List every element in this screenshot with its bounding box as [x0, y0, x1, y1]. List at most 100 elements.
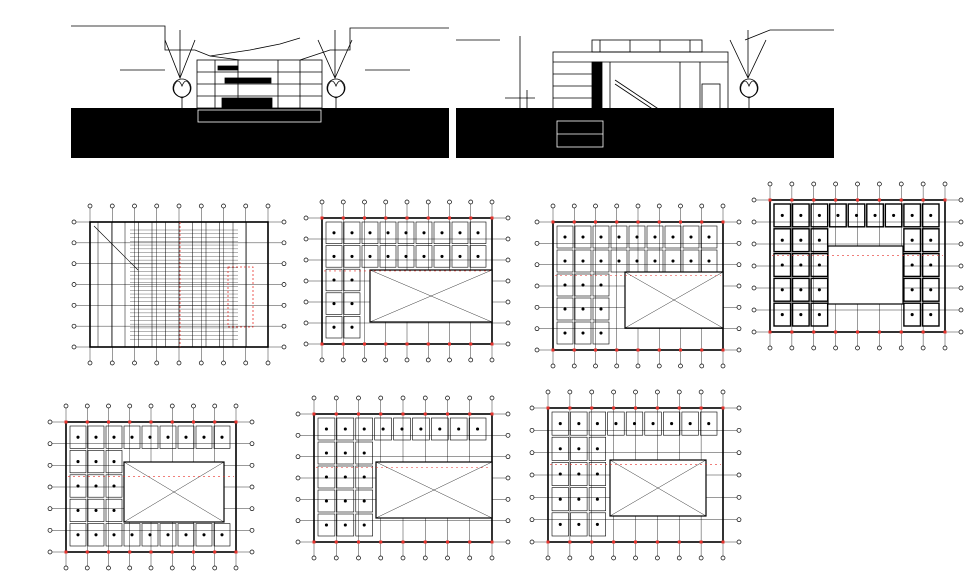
- building-section-b: [456, 29, 834, 158]
- room-cell: [773, 228, 792, 253]
- column-marker: [490, 412, 494, 416]
- room-cell: [592, 249, 610, 273]
- column-marker: [634, 406, 637, 410]
- column-marker: [877, 198, 881, 202]
- column-marker: [149, 550, 153, 554]
- room-cell: [325, 292, 343, 315]
- room-cell: [397, 221, 415, 244]
- light-fixture-icon: [563, 235, 567, 239]
- room-cell: [570, 436, 588, 461]
- grid-bubble: [855, 181, 860, 187]
- grid-bubble: [898, 345, 904, 351]
- room-cell: [433, 221, 451, 244]
- light-fixture-icon: [184, 435, 188, 439]
- grid-bubble: [169, 565, 175, 571]
- room-cell: [468, 417, 487, 441]
- column-marker: [446, 540, 449, 544]
- room-cell: [355, 441, 373, 465]
- grid-bubble: [811, 181, 817, 187]
- grid-bubble: [505, 215, 511, 221]
- grid-bubble: [281, 323, 287, 329]
- grid-bubble: [47, 506, 53, 512]
- column-marker: [423, 412, 427, 416]
- room-cell: [903, 228, 922, 253]
- room-cell: [105, 498, 123, 522]
- grid-bubble: [191, 403, 196, 409]
- light-fixture-icon: [419, 427, 423, 431]
- grid-bubble: [736, 539, 742, 545]
- column-marker: [594, 348, 597, 352]
- room-cell: [87, 498, 105, 522]
- grid-bubble: [545, 389, 551, 395]
- light-fixture-icon: [112, 435, 116, 439]
- grid-bubble: [249, 462, 255, 468]
- light-fixture-icon: [651, 422, 655, 426]
- grid-bubble: [958, 241, 964, 247]
- room-cell: [317, 513, 336, 537]
- light-fixture-icon: [558, 497, 562, 501]
- light-fixture-icon: [324, 475, 328, 479]
- light-fixture-icon: [332, 231, 336, 235]
- column-marker: [657, 348, 661, 352]
- grid-bubble: [445, 395, 450, 401]
- grid-bubble: [505, 518, 511, 524]
- column-marker: [85, 550, 89, 554]
- column-marker: [677, 406, 681, 410]
- light-fixture-icon: [343, 523, 347, 527]
- light-fixture-icon: [458, 231, 462, 235]
- grid-bubble: [505, 411, 511, 417]
- grid-bubble: [400, 555, 406, 561]
- column-marker: [490, 540, 494, 544]
- grid-bubble: [571, 203, 577, 209]
- grid-bubble: [295, 539, 301, 545]
- room-cell: [791, 277, 810, 302]
- light-fixture-icon: [780, 213, 784, 217]
- light-fixture-icon: [202, 435, 206, 439]
- grid-bubble: [736, 427, 742, 433]
- room-cell: [810, 203, 829, 228]
- light-fixture-icon: [707, 259, 711, 263]
- column-marker: [234, 420, 238, 424]
- grid-bubble: [87, 360, 93, 366]
- light-fixture-icon: [220, 533, 224, 537]
- tree-symbol: [317, 30, 353, 108]
- column-marker: [679, 220, 682, 224]
- grid-bubble: [47, 549, 53, 555]
- grid-bubble: [736, 517, 742, 523]
- column-marker: [423, 540, 427, 544]
- column-marker: [768, 330, 772, 334]
- room-cell: [588, 411, 606, 436]
- room-cell: [625, 411, 644, 436]
- room-cell: [177, 523, 195, 547]
- light-fixture-icon: [581, 331, 585, 335]
- grid-bubble: [333, 555, 339, 561]
- room-cell: [343, 221, 361, 244]
- light-fixture-icon: [577, 522, 581, 526]
- light-fixture-icon: [148, 435, 152, 439]
- room-cell: [828, 203, 847, 228]
- room-cell: [810, 228, 829, 253]
- light-fixture-icon: [671, 235, 675, 239]
- courtyard-void: [827, 245, 904, 305]
- grid-bubble: [811, 345, 817, 351]
- light-fixture-icon: [707, 422, 711, 426]
- light-fixture-icon: [635, 235, 639, 239]
- grid-bubble: [281, 240, 287, 246]
- column-marker: [320, 216, 324, 220]
- light-fixture-icon: [910, 313, 914, 317]
- grid-bubble: [833, 181, 838, 187]
- grid-bubble: [676, 389, 682, 395]
- grid-bubble: [233, 565, 239, 571]
- grid-bubble: [154, 203, 160, 209]
- column-marker: [634, 540, 637, 544]
- room-cell: [592, 321, 610, 345]
- room-cell: [556, 249, 574, 273]
- grid-bubble: [47, 527, 53, 533]
- light-fixture-icon: [400, 427, 404, 431]
- room-cell: [69, 450, 87, 474]
- grid-bubble: [340, 357, 346, 363]
- column-marker: [943, 330, 947, 334]
- grid-bubble: [611, 389, 616, 395]
- grid-bubble: [920, 181, 926, 187]
- light-fixture-icon: [581, 235, 585, 239]
